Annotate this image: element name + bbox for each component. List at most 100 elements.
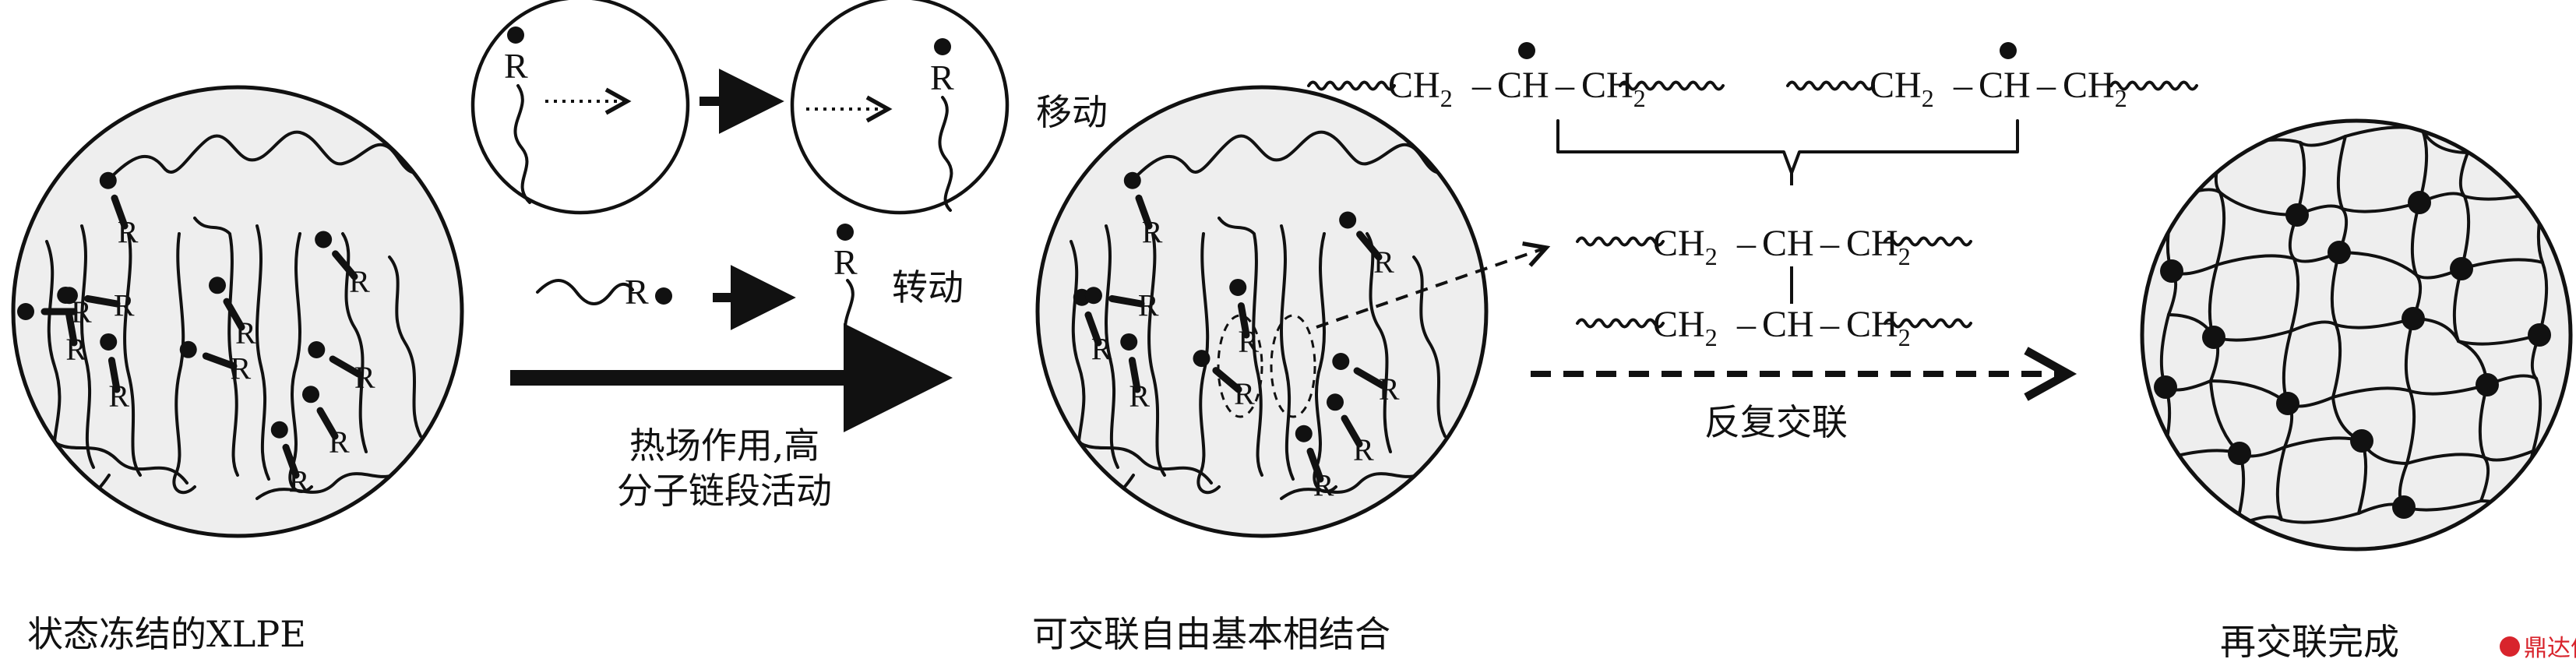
radical-label: R: [625, 272, 649, 312]
radical-dot: [1327, 393, 1344, 411]
radical-dot: [308, 341, 326, 358]
bond: –: [2036, 65, 2056, 106]
radical-dot: [1332, 353, 1350, 370]
crosslink-node: [2450, 257, 2473, 280]
radical-group: R: [1339, 211, 1394, 280]
crosslink-node: [2154, 375, 2177, 399]
radical-dot: [270, 421, 288, 439]
bond: –: [1820, 304, 1840, 345]
heat-action-arrow: 热场作用,高 分子链段活动: [510, 323, 953, 512]
network-chain: [2215, 254, 2296, 266]
disk-recrosslink-done: [2140, 118, 2573, 551]
bond-stub: [1237, 302, 1250, 339]
bond-stub: [65, 310, 78, 347]
network-chain: [2144, 125, 2176, 200]
network-chain: [2331, 323, 2342, 399]
radical-dot: [1193, 350, 1210, 368]
radical-group: R: [100, 333, 129, 414]
polymer-chain: [1576, 236, 1665, 247]
radical-dot: [1518, 42, 1535, 59]
ch2-group: CH2: [1388, 65, 1453, 112]
network-chain: [2289, 320, 2338, 333]
label-initial-state: 状态冻结的XLPE: [27, 613, 306, 655]
polymer-chain: [2109, 80, 2198, 91]
bond-stub: [1306, 447, 1324, 483]
crosslink-node: [2350, 429, 2373, 453]
radical-label: R: [108, 379, 129, 414]
rotate-illustration: R R 转动: [536, 224, 964, 395]
radical-label: R: [930, 58, 954, 97]
label-heat-action-line1: 热场作用,高: [629, 425, 820, 467]
chain-segment: [938, 96, 953, 212]
radical-dot: [209, 277, 226, 294]
radical-group: R: [1327, 393, 1374, 467]
bond-stub: [107, 357, 121, 393]
crosslink-nodes: [2154, 191, 2551, 519]
radical-dot: [99, 171, 117, 189]
radical-group: R: [315, 231, 370, 299]
polymer-chain: [1884, 236, 1972, 247]
network-chain: [2336, 135, 2347, 210]
crosslink-node: [2408, 191, 2431, 214]
network-chain: [2158, 502, 2238, 527]
bond-stub: [1135, 194, 1153, 230]
label-heat-action-line2: 分子链段活动: [617, 470, 832, 512]
network-chain: [2215, 191, 2226, 266]
ch2-group: CH2: [2063, 65, 2127, 112]
radical-label: R: [349, 264, 370, 299]
radical-dot: [934, 38, 951, 55]
network-chain: [2275, 446, 2286, 521]
bond: –: [1736, 223, 1757, 264]
radical-group: R: [1123, 171, 1163, 250]
crosslink-node: [2285, 203, 2309, 227]
radical-group: R: [57, 286, 86, 367]
ch-group: CH: [1762, 304, 1814, 345]
label-recrosslink-done: 再交联完成: [2220, 621, 2399, 663]
bond: –: [1820, 223, 1840, 264]
bond-stub: [84, 294, 121, 308]
bond-stub: [1084, 311, 1102, 347]
label-repeat-crosslink: 反复交联: [1704, 401, 1848, 443]
radical-label: R: [1313, 468, 1334, 503]
radical-dot: [100, 333, 118, 351]
crosslink-node: [2160, 259, 2183, 283]
radical-group: R: [99, 171, 139, 250]
radical-dot: [1229, 278, 1247, 296]
crosslink-node: [2528, 323, 2551, 347]
network-chain: [2405, 389, 2416, 465]
bond-stub: [111, 194, 129, 230]
bond-stub: [1356, 231, 1383, 261]
combine-highlight: [1217, 314, 1263, 418]
radical-group: R: [209, 277, 256, 351]
radical-group: R: [1084, 287, 1159, 322]
radical-dot: [1084, 287, 1102, 305]
radical-dot: [507, 26, 524, 44]
brace: [1556, 119, 2019, 174]
radical-label: R: [1373, 245, 1394, 280]
radical-label: R: [1129, 379, 1150, 414]
watermark-text: 鼎达信: [2524, 635, 2576, 662]
network-chain: [2153, 458, 2164, 505]
crosslink-node: [2202, 326, 2225, 349]
ch2-group: CH2: [1846, 223, 1911, 270]
bond: –: [1736, 304, 1757, 345]
bond-stub: [332, 250, 358, 280]
radical-group: R: [302, 386, 350, 460]
bond-stub: [1353, 367, 1387, 389]
radical-dot: [179, 340, 197, 358]
move-illustration: R R 移动: [470, 0, 1108, 215]
radical-label: R: [354, 360, 375, 395]
ch2-group: CH2: [1653, 304, 1718, 351]
bond-stub: [223, 298, 245, 331]
radical-dot: [2000, 42, 2017, 59]
bond-stub: [202, 352, 238, 370]
radical-label: R: [289, 464, 310, 499]
ch2-group: CH2: [1653, 223, 1718, 270]
